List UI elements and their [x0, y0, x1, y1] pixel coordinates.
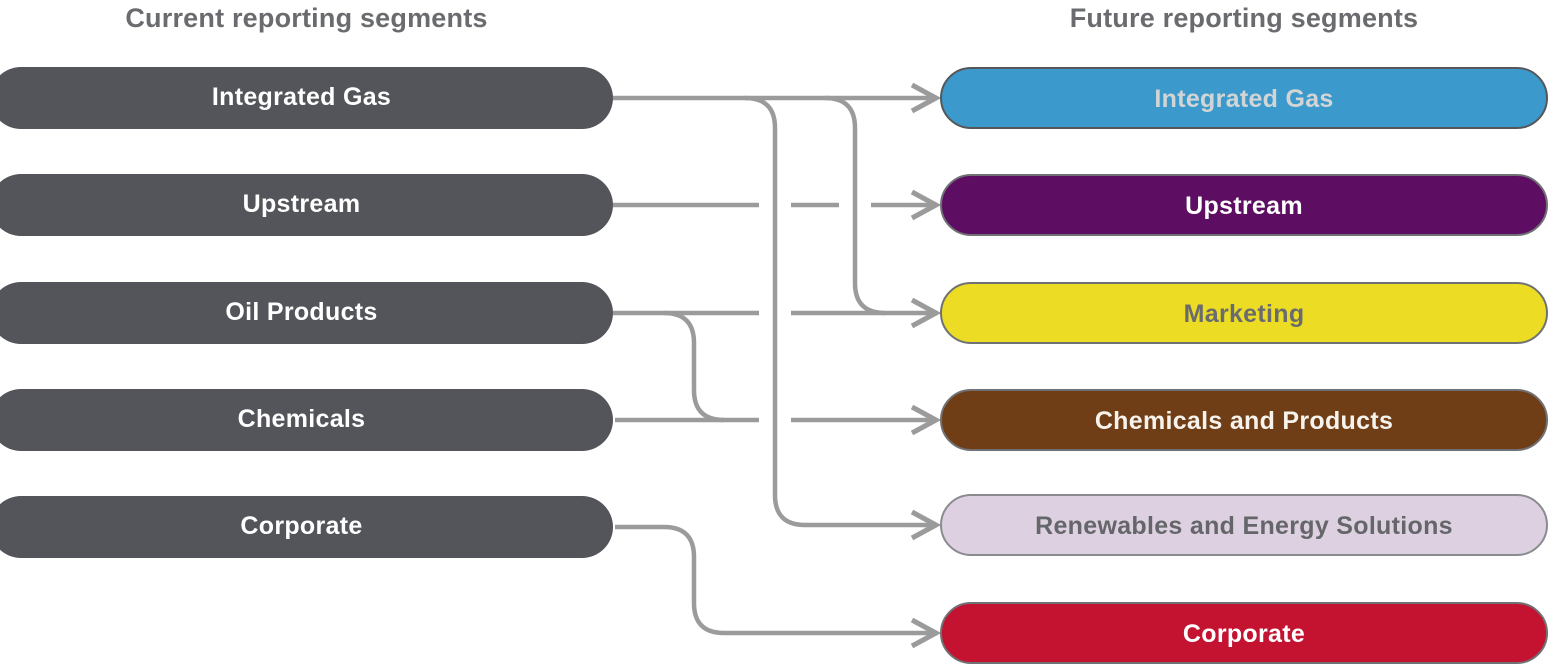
connector-integrated-gas-to-marketing [824, 95, 886, 316]
current-segment-label: Upstream [242, 190, 361, 218]
current-segment-label: Oil Products [225, 298, 378, 326]
future-segment-label: Chemicals and Products [1094, 407, 1394, 435]
arrowhead-icon [910, 189, 942, 221]
current-segment-pill-integrated-gas: Integrated Gas [0, 67, 613, 129]
current-segment-label: Integrated Gas [211, 83, 392, 111]
future-segments-title: Future reporting segments [1069, 3, 1419, 33]
arrowhead-icon [910, 82, 942, 114]
future-segment-pill-marketing: Marketing [940, 282, 1548, 344]
future-segment-pill-corporate: Corporate [940, 602, 1548, 664]
current-segment-pill-oil-products: Oil Products [0, 282, 613, 344]
current-segment-pill-upstream: Upstream [0, 174, 613, 236]
future-segment-label: Marketing [1183, 300, 1305, 328]
arrowhead-icon [910, 404, 942, 436]
future-segment-label: Upstream [1185, 192, 1303, 220]
arrowhead-icon [910, 509, 942, 541]
current-segments-title: Current reporting segments [125, 3, 488, 33]
arrowhead-icon [910, 617, 942, 649]
future-segment-pill-upstream: Upstream [940, 174, 1548, 236]
arrowhead-icon [910, 297, 942, 329]
future-segment-pill-integrated-gas: Integrated Gas [940, 67, 1548, 129]
future-segment-pill-renewables-and-energy-solutions: Renewables and Energy Solutions [940, 494, 1548, 556]
future-segment-pill-chemicals-and-products: Chemicals and Products [940, 389, 1548, 451]
future-segment-label: Corporate [1182, 620, 1306, 648]
future-segment-label: Renewables and Energy Solutions [1035, 512, 1453, 540]
current-segment-pill-chemicals: Chemicals [0, 389, 613, 451]
future-segment-label: Integrated Gas [1154, 85, 1334, 113]
connector-corporate-to-corporate [615, 524, 932, 636]
current-segment-label: Chemicals [237, 405, 366, 433]
connector-integrated-gas-to-renewables-and-energy-solutions [744, 95, 932, 528]
current-segment-pill-corporate: Corporate [0, 496, 613, 558]
current-segment-label: Corporate [240, 512, 363, 540]
connector-oil-products-to-chemicals-and-products [663, 310, 725, 423]
